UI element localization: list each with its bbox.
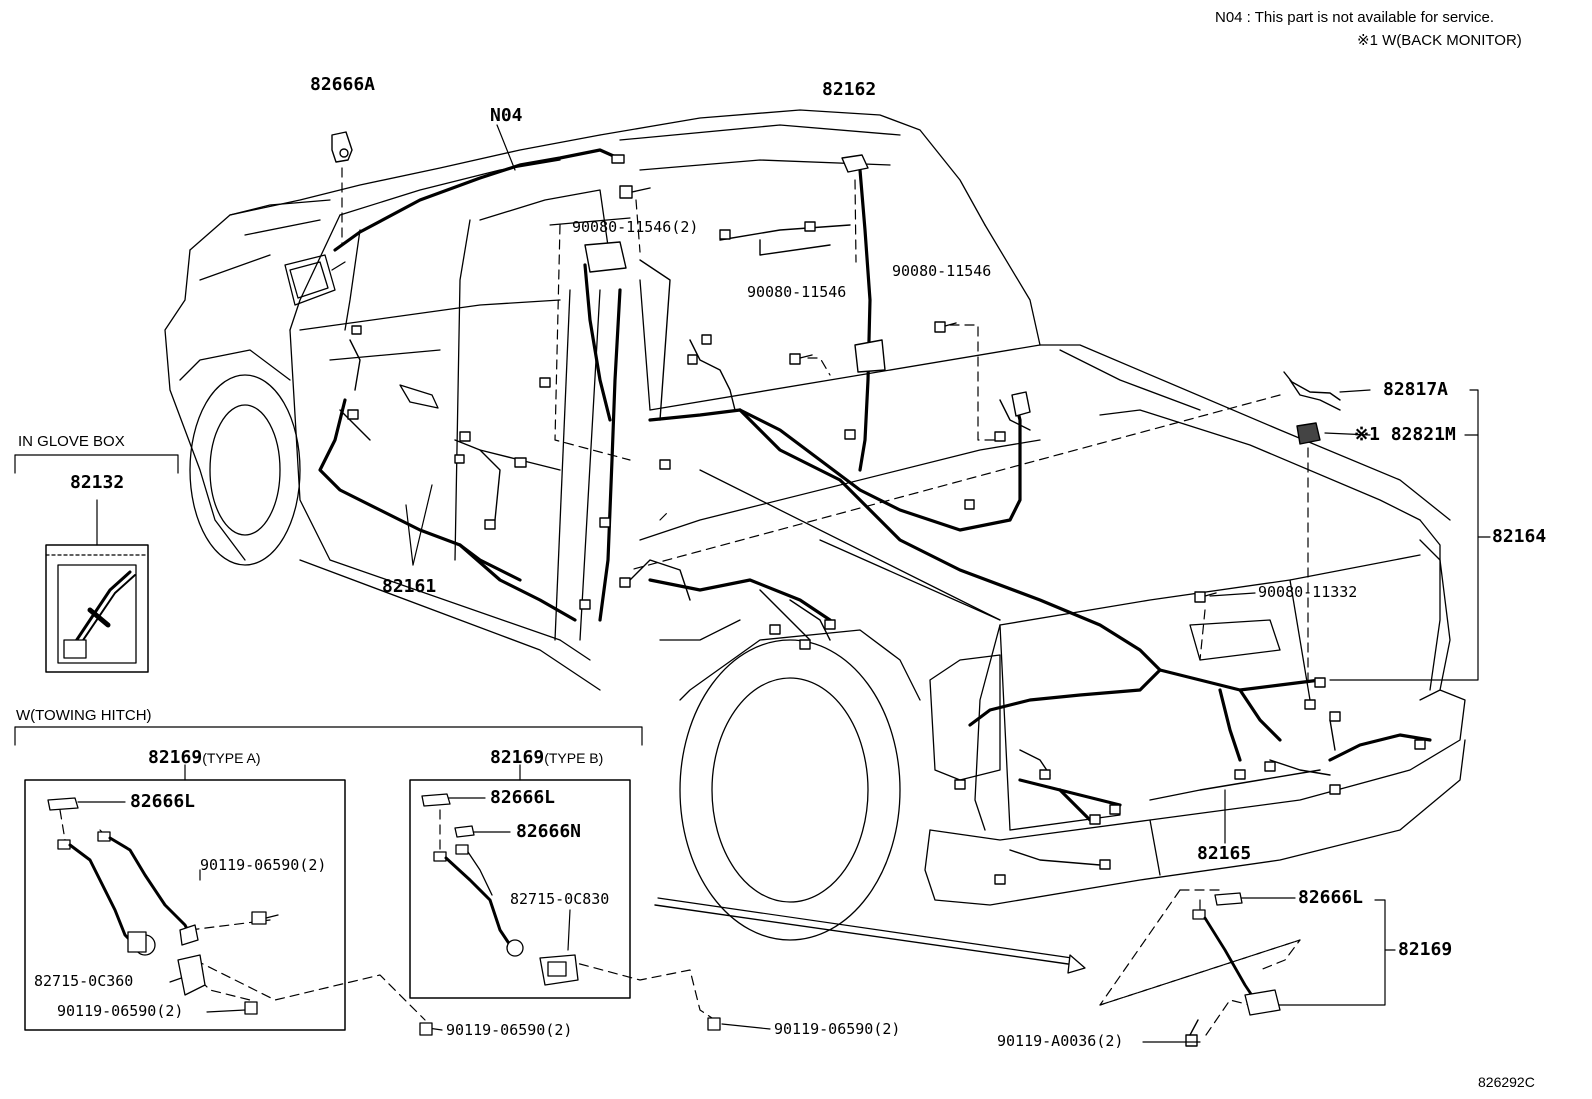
connectors <box>347 154 1426 885</box>
type-a-panel <box>24 779 346 1031</box>
part-82169-hitch: 82169 <box>1398 939 1453 960</box>
dashed-leaders <box>59 167 1309 1036</box>
part-90080-11546-b: 90080-11546 <box>892 262 992 280</box>
bolt-icon <box>789 353 813 365</box>
part-82666A: 82666A <box>310 74 376 95</box>
type-a-part: 82169 <box>148 747 203 768</box>
type-b-panel <box>409 779 721 1031</box>
part-90080-11546-a: 90080-11546 <box>747 283 847 301</box>
towing-title: W(TOWING HITCH) <box>16 707 152 724</box>
type-a-90119-bottom: 90119-06590(2) <box>57 1002 184 1020</box>
n04-note: N04 : This part is not available for ser… <box>1215 9 1495 26</box>
type-b-part: 82169 <box>490 747 545 768</box>
back-monitor-note: ※1 W(BACK MONITOR) <box>1357 32 1522 49</box>
type-b-90119-out: 90119-06590(2) <box>774 1020 901 1038</box>
part-82132: 82132 <box>70 472 125 493</box>
type-b-82666L: 82666L <box>490 787 556 808</box>
wiring-details <box>339 224 1341 866</box>
type-a-title: 82169(TYPE A) <box>148 749 261 767</box>
part-90080-11332: 90080-11332 <box>1258 583 1358 601</box>
bolt-icon <box>619 185 651 199</box>
truck-body <box>164 109 1466 941</box>
bolt-icon <box>1185 1019 1199 1047</box>
part-N04: N04 <box>490 105 523 126</box>
illustration-code: 826292C <box>1478 1074 1535 1090</box>
type-a-90119-out: 90119-06590(2) <box>446 1021 573 1039</box>
type-a-90119-top: 90119-06590(2) <box>200 856 327 874</box>
type-b-type: (TYPE B) <box>544 750 604 766</box>
type-b-82715: 82715-0C830 <box>510 890 610 908</box>
part-90080-11546-2: 90080-11546(2) <box>572 218 699 236</box>
harness-wiring <box>318 148 1432 822</box>
bolt-icon <box>1194 591 1217 603</box>
part-82666L-hitch: 82666L <box>1298 887 1364 908</box>
part-82821M: ※1 82821M <box>1354 424 1456 445</box>
part-82162: 82162 <box>822 79 877 100</box>
part-82165: 82165 <box>1197 843 1252 864</box>
type-a-82715: 82715-0C360 <box>34 972 134 990</box>
bolt-icon <box>934 321 957 333</box>
hitch-connector-right <box>1192 892 1281 1016</box>
type-a-82666L: 82666L <box>130 791 196 812</box>
part-82161: 82161 <box>382 576 437 597</box>
glovebox-title: IN GLOVE BOX <box>18 433 125 450</box>
part-90119-A0036-2: 90119-A0036(2) <box>997 1032 1124 1050</box>
type-b-82666N: 82666N <box>516 821 582 842</box>
part-icons <box>331 131 1341 1047</box>
type-a-type: (TYPE A) <box>202 750 261 766</box>
label-leaders <box>14 124 1491 1043</box>
type-b-title: 82169(TYPE B) <box>490 749 603 767</box>
glovebox-panel <box>45 544 149 673</box>
part-82164: 82164 <box>1492 526 1547 547</box>
part-82817A: 82817A <box>1383 379 1449 400</box>
